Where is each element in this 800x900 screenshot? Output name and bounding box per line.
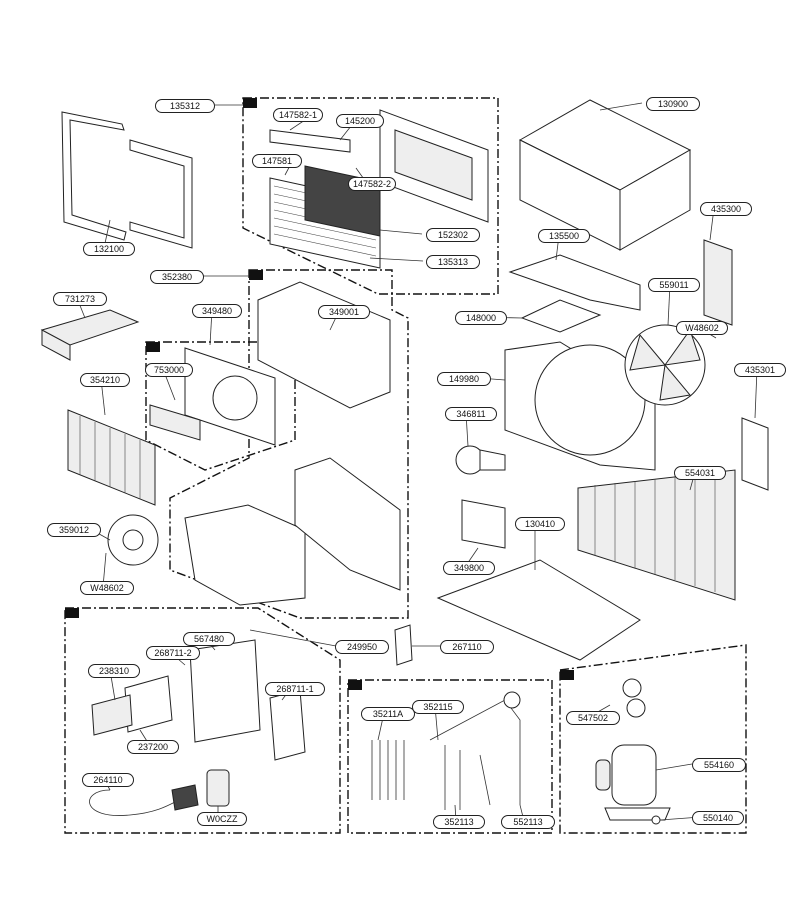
part-label-132100: 132100	[83, 242, 135, 256]
group-box-compressor	[559, 644, 747, 834]
part-label-435300: 435300	[700, 202, 752, 216]
part-label-268711-2: 268711-2	[146, 646, 200, 660]
part-label-547502: 547502	[566, 711, 620, 725]
group-box-electrical	[64, 607, 341, 834]
part-label-249950: 249950	[335, 640, 389, 654]
evaporator-coil-part	[67, 409, 156, 506]
group-box-control-housing	[169, 269, 409, 619]
orifice-part	[520, 299, 602, 333]
part-label-145200: 145200	[336, 114, 384, 128]
evaporator-housing-part	[149, 347, 276, 446]
condenser-coil-part	[577, 469, 736, 601]
part-label-152302: 152302	[426, 228, 480, 242]
part-label-349800: 349800	[443, 561, 495, 575]
part-label-W48602-lower: W48602	[80, 581, 134, 595]
part-label-238310: 238310	[88, 664, 140, 678]
part-label-354210: 354210	[80, 373, 130, 387]
part-label-554160: 554160	[692, 758, 746, 772]
front-frame-part	[61, 111, 193, 249]
fan-shroud-part	[504, 341, 656, 471]
part-label-753000: 753000	[145, 363, 193, 377]
refrigerant-piping-part	[371, 691, 521, 810]
part-label-W48602-upper: W48602	[676, 321, 728, 335]
part-label-349001: 349001	[318, 305, 370, 319]
part-label-554031: 554031	[674, 466, 726, 480]
part-label-352113: 352113	[433, 815, 485, 829]
part-label-349480: 349480	[192, 304, 242, 318]
part-label-130410: 130410	[515, 517, 565, 531]
part-label-352380: 352380	[150, 270, 204, 284]
motor-mount-part	[461, 499, 506, 549]
remote-control-part	[394, 624, 413, 666]
part-label-135312: 135312	[155, 99, 215, 113]
part-label-W0CZZ: W0CZZ	[197, 812, 247, 826]
part-label-135313: 135313	[426, 255, 480, 269]
condenser-fan-part	[624, 324, 706, 406]
capacitor-part	[206, 769, 230, 807]
group-box-piping	[347, 679, 553, 834]
part-label-435301: 435301	[734, 363, 786, 377]
air-guide-part	[257, 281, 391, 409]
fan-motor-part	[455, 445, 506, 475]
control-box-part	[189, 639, 261, 743]
plug-part	[171, 784, 199, 811]
part-label-149980: 149980	[437, 372, 491, 386]
part-label-130900: 130900	[646, 97, 700, 111]
filter-part	[40, 309, 140, 361]
part-label-147581: 147581	[252, 154, 302, 168]
base-pan-shroud-part	[508, 254, 641, 311]
drain-pan-part	[184, 504, 306, 606]
part-label-359012: 359012	[47, 523, 101, 537]
part-label-148000: 148000	[455, 311, 507, 325]
side-bracket-part	[741, 417, 769, 491]
control-panel-bracket-part	[294, 457, 401, 591]
part-label-552113: 552113	[501, 815, 555, 829]
pcb-part	[269, 689, 306, 761]
part-label-346811: 346811	[445, 407, 497, 421]
part-label-237200: 237200	[127, 740, 179, 754]
part-label-268711-1: 268711-1	[265, 682, 325, 696]
side-louver-part	[703, 239, 733, 326]
part-label-352115: 352115	[412, 700, 464, 714]
part-label-35211A: 35211A	[361, 707, 415, 721]
cabinet-part	[518, 99, 692, 251]
compressor-part	[595, 678, 671, 825]
part-label-135500: 135500	[538, 229, 590, 243]
part-label-559011: 559011	[648, 278, 700, 292]
part-label-567480: 567480	[183, 632, 235, 646]
group-box-front-grille	[242, 97, 499, 295]
part-label-147582-1: 147582-1	[273, 108, 323, 122]
part-label-731273: 731273	[53, 292, 107, 306]
control-pcb-part	[91, 694, 133, 736]
part-label-267110: 267110	[440, 640, 494, 654]
blower-wheel-part	[107, 514, 159, 566]
part-label-147582-2: 147582-2	[348, 177, 396, 191]
part-label-550140: 550140	[692, 811, 744, 825]
base-pan-part	[436, 559, 641, 661]
part-label-264110: 264110	[82, 773, 134, 787]
